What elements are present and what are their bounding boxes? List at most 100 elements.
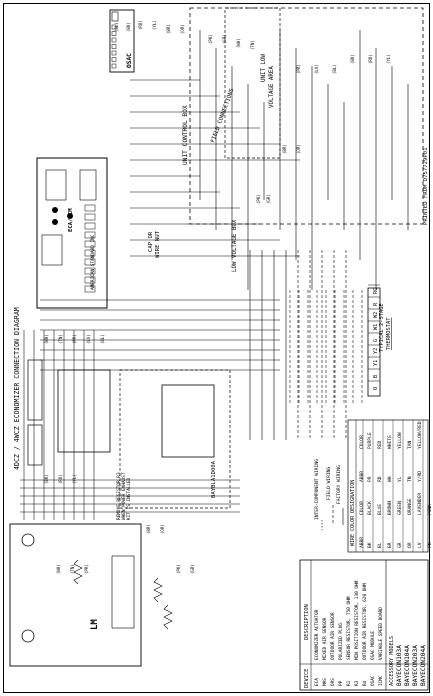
- wire-color-tag: (TN): [58, 334, 63, 344]
- wire-color-cell: BL: [377, 542, 383, 548]
- cap-or-wire-nut-label-2: WIRE NUT: [155, 230, 161, 258]
- wire-color-cell: PURPLE: [367, 432, 373, 449]
- wire-color-cell: RED: [377, 440, 383, 449]
- plug-block-left: [27, 359, 43, 466]
- wire-color-tag: (BR): [146, 524, 151, 534]
- wire-color-tag: (BL): [100, 334, 105, 344]
- device-row-code: R3: [354, 680, 360, 686]
- wire-color-tag: (GR): [190, 564, 195, 574]
- wire-color-cell: LV: [417, 542, 423, 548]
- wire-color-tag: (LV): [314, 64, 319, 74]
- thermostat-terminal: R: [373, 302, 379, 306]
- wire-color-cell: BROWN: [387, 501, 393, 515]
- wire-color-cell: BLACK: [367, 501, 373, 515]
- wire-color-cell: TN: [407, 476, 413, 482]
- wire-color-cell: PK: [427, 542, 433, 548]
- wire-color-tag: (RD): [368, 54, 373, 64]
- thermostat-label-1: TYPICAL 2-STAGE: [379, 303, 385, 352]
- wire-color-tag: (LV): [86, 334, 91, 344]
- printed-from-label: PRINTED FROM D757729P01: [423, 148, 429, 225]
- remove-resistor-note-3: KIT IS INSTALLED: [126, 477, 132, 520]
- wire-color-cell: YL: [397, 476, 403, 482]
- thermostat-label-2: THERMOSTAT: [386, 317, 392, 350]
- wire-color-header: COLOR: [359, 435, 365, 449]
- wire-color-cell: WHITE: [387, 435, 393, 449]
- wire-color-tag: (PK): [208, 34, 213, 44]
- wire-color-tag: (PK): [176, 564, 181, 574]
- cap-or-wire-nut-label-1: CAP OR: [148, 231, 154, 252]
- wire-color-tag: (WH): [236, 38, 241, 48]
- wire-runs: [20, 30, 409, 520]
- unit-low-voltage-label-1: UNIT LOW: [261, 54, 267, 82]
- wire-color-cell: BR: [387, 542, 393, 548]
- wire-color-tag: (GR): [266, 194, 271, 204]
- device-row-code: OAS: [330, 678, 336, 686]
- device-row-description: OSAC MODULE: [370, 631, 376, 660]
- wire-color-tag: (YL): [152, 20, 157, 30]
- thermostat-terminal: RC: [373, 288, 379, 294]
- device-row-code: R4: [362, 680, 368, 686]
- device-row-description: ECONOMIZER ACTUATOR: [314, 609, 320, 660]
- wire-color-tag: (RD): [138, 20, 143, 30]
- device-row-code: ICMC: [378, 675, 384, 686]
- wire-color-cell: YELLOW/RED: [417, 421, 423, 449]
- eca-label: ECA/ECM: [68, 208, 74, 232]
- device-row-code: ECA: [314, 678, 320, 686]
- device-row-description: POLARIZED PLUG: [338, 623, 344, 660]
- wire-color-table-title: WIRE COLOR DESIGNATION: [350, 480, 356, 546]
- wire-color-cell: TAN: [407, 440, 413, 449]
- wire-color-cell: BK: [367, 542, 373, 548]
- wire-color-cell: GREEN: [397, 501, 403, 515]
- device-row-code: PP: [338, 680, 344, 686]
- thermostat-terminal: W1: [373, 324, 379, 330]
- wire-color-cell: YELLOW: [397, 432, 403, 449]
- inter-component-wiring-label: INTER-COMPONENT WIRING: [314, 459, 320, 520]
- wire-color-cell: LAVENDER: [417, 493, 423, 515]
- wire-color-header: ABBR: [359, 537, 365, 548]
- wiring-key: INTER-COMPONENT WIRING FIELD WIRING FACT…: [314, 459, 344, 530]
- wire-color-cell: PR: [367, 476, 373, 482]
- wire-color-cell: BLUE: [377, 504, 383, 515]
- accessory-models-header: ACCESSORY MODELS: [389, 636, 395, 686]
- wire-color-tag: (OR): [180, 24, 185, 34]
- diagram-title: 4DCZ / 4WCZ ECONOMIZER CONNECTION DIAGRA…: [13, 307, 21, 470]
- wire-color-cell: Y/RD: [417, 471, 423, 482]
- device-row-code: OSAC: [370, 675, 376, 686]
- baybla-label: BAYBLA1D00A: [211, 460, 217, 498]
- wire-color-tag: (WH): [56, 564, 61, 574]
- accessory-model: BAYECON104A: [404, 645, 411, 686]
- unit-low-voltage-label-2: VOLTAGE AREA: [269, 66, 275, 108]
- thermostat-terminal: Y2: [373, 348, 379, 354]
- wire-color-tag: (WH): [44, 334, 49, 344]
- lm-label: LM: [90, 619, 100, 630]
- wire-color-tag: (BR): [282, 144, 287, 154]
- wire-color-tag: (BL): [332, 64, 337, 74]
- wire-color-tag: (BK): [350, 54, 355, 64]
- wire-color-tag: (PR): [296, 64, 301, 74]
- device-row-code: R1: [346, 680, 352, 686]
- wire-color-cell: PINK: [427, 504, 433, 515]
- wire-color-cell: ORANGE: [407, 498, 413, 515]
- wire-color-tag: (GR): [222, 34, 227, 44]
- relay-board-b: [161, 384, 215, 458]
- wire-color-tag: (BL): [114, 22, 119, 32]
- wire-color-tag: (PR): [84, 564, 89, 574]
- device-table-header: DEVICE: [304, 669, 310, 688]
- device-row-description: OUTDOOR AIR SENSOR: [330, 612, 336, 660]
- wire-color-tag: (RD): [58, 474, 63, 484]
- wire-color-tag: (YL): [72, 474, 77, 484]
- wire-color-tag: (PR): [72, 334, 77, 344]
- wire-color-tag: (OR): [160, 524, 165, 534]
- device-row-description: OUTDOOR AIR RESISTOR, 620 OHM: [362, 583, 368, 660]
- field-wiring-label: FIELD WIRING: [326, 467, 332, 500]
- wire-color-tag: (TN): [70, 564, 75, 574]
- device-table-header: DESCRIPTION: [304, 604, 310, 640]
- wire-color-cell: OR: [407, 542, 413, 548]
- wire-color-tag: (PK): [256, 194, 261, 204]
- american-standard-label: AMERICAN STANDARD INC: [90, 234, 96, 290]
- wire-color-tag: (BK): [44, 474, 49, 484]
- wire-color-tag: (OR): [296, 144, 301, 154]
